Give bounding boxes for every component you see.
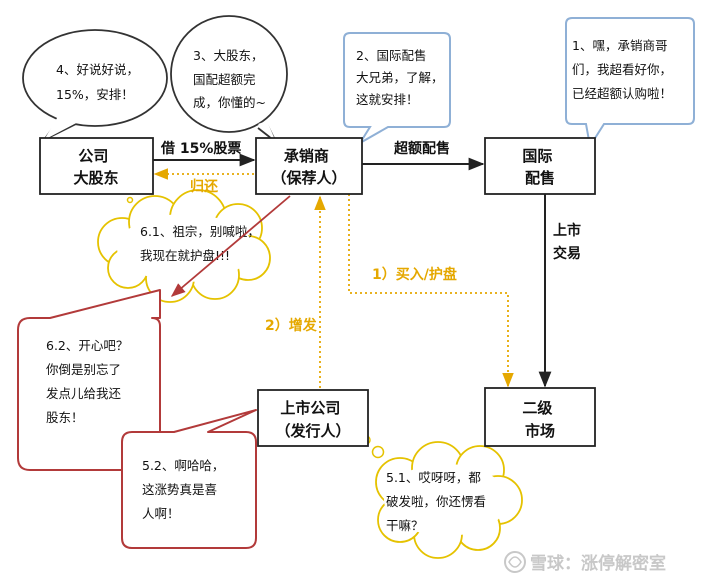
svg-text:公司 大股东: 公司 大股东 (73, 147, 118, 187)
edge-additional-issue: 2）增发 (265, 195, 326, 388)
svg-text:3、大股东， 国配超额完 成，你懂的: 3、大股东， 国配超额完 成，你懂的~ (193, 48, 267, 110)
svg-text:2、国际配售 大兄弟，了解， 这就安: 2、国际配售 大兄弟，了解， 这就安排！ (356, 48, 448, 107)
node-secondary-market: 二级 市场 (484, 387, 596, 447)
bubble-4-line-2: 15%，安排！ (56, 87, 134, 102)
svg-text:二级 市场: 二级 市场 (522, 399, 557, 440)
node-secondary-market-line-2: 市场 (525, 422, 555, 440)
edge-listing-trading: 上市 交易 (538, 194, 586, 388)
bubble-3-line-2: 国配超额完 (193, 72, 256, 87)
bubble-2-line-1: 2、国际配售 (356, 48, 426, 63)
bubble-6-2-line-4: 股东！ (46, 410, 84, 425)
bubble-4: 4、好说好说， 15%，安排！ (22, 29, 168, 141)
bubble-6-2: 6.2、开心吧？ 你倒是别忘了 发点儿给我还 股东！ (17, 289, 161, 471)
svg-text:6.2、开心吧？ 你倒是别忘了 发点: 6.2、开心吧？ 你倒是别忘了 发点儿给我还 股东！ (46, 338, 132, 425)
bubble-1-line-3: 已经超额认购啦！ (572, 86, 672, 101)
bubble-2-line-2: 大兄弟，了解， (356, 70, 444, 85)
node-major-shareholder: 公司 大股东 (39, 137, 154, 195)
bubble-2-line-3: 这就安排！ (356, 92, 419, 107)
node-underwriter-line-2: （保荐人） (271, 169, 346, 187)
bubble-6-2-line-3: 发点儿给我还 (46, 386, 122, 401)
snowball-logo-icon (504, 551, 526, 573)
svg-text:4、好说好说， 15%，安排！: 4、好说好说， 15%，安排！ (56, 62, 143, 102)
edge-over-allotment-label: 超额配售 (393, 140, 450, 157)
node-secondary-market-line-1: 二级 (522, 399, 553, 417)
bubble-6-2-line-1: 6.2、开心吧？ (46, 338, 128, 353)
watermark-text: 雪球：涨停解密室 (530, 553, 666, 574)
node-listed-company-line-2: （发行人） (275, 422, 350, 440)
bubble-3-line-3: 成，你懂的~ (193, 95, 266, 110)
bubble-5-2-line-3: 人啊！ (142, 506, 180, 521)
edge-listing-trading-label-2: 交易 (553, 245, 581, 262)
bubble-1-line-2: 们，我超看好你， (572, 62, 672, 77)
bubble-6-1-line-2: 我现在就护盘!!! (140, 248, 230, 263)
svg-text:承销商 （保荐人）: 承销商 （保荐人） (271, 147, 346, 187)
bubble-5-2-line-2: 这涨势真是喜 (142, 482, 217, 497)
bubble-5-1-line-1: 5.1、哎呀呀，都 (386, 470, 481, 485)
svg-text:5.1、哎呀呀，都 破发啦，你还愣看: 5.1、哎呀呀，都 破发啦，你还愣看 干嘛？ (386, 470, 490, 533)
bubble-4-line-1: 4、好说好说， (56, 62, 139, 77)
edge-borrow-shares: 借 15%股票 (153, 140, 256, 167)
edge-listing-trading-label-1: 上市 (553, 222, 581, 239)
node-underwriter-line-1: 承销商 (284, 147, 329, 165)
bubble-2: 2、国际配售 大兄弟，了解， 这就安排！ (343, 32, 451, 144)
edge-additional-issue-label: 2）增发 (265, 317, 318, 334)
svg-text:1、嘿，承销商哥 们，我超看好你，: 1、嘿，承销商哥 们，我超看好你， 已经超额认购啦！ (572, 38, 676, 101)
bubble-5-1-line-3: 干嘛？ (386, 518, 424, 533)
node-international-placement-line-2: 配售 (525, 169, 555, 187)
bubble-6-1-line-1: 6.1、祖宗，别喊啦， (140, 224, 260, 239)
watermark: 雪球：涨停解密室 (504, 551, 666, 574)
node-underwriter: 承销商 （保荐人） (255, 137, 363, 195)
edge-return-shares: 归还 (153, 168, 254, 195)
edge-over-allotment: 超额配售 (362, 140, 485, 171)
bubble-5-1-line-2: 破发啦，你还愣看 (386, 494, 486, 509)
node-major-shareholder-line-1: 公司 (78, 147, 108, 165)
node-international-placement-line-1: 国际 (522, 147, 552, 165)
node-listed-company: 上市公司 （发行人） (257, 389, 369, 447)
bubble-5-2-line-1: 5.2、啊哈哈， (142, 458, 224, 473)
edge-return-shares-label: 归还 (190, 178, 219, 195)
bubble-1: 1、嘿，承销商哥 们，我超看好你， 已经超额认购啦！ (565, 17, 695, 149)
edge-buy-support-label: 1）买入/护盘 (372, 266, 457, 283)
bubble-3-line-1: 3、大股东， (193, 48, 263, 63)
svg-text:上市公司 （发行人）: 上市公司 （发行人） (275, 399, 350, 440)
edge-buy-support: 1）买入/护盘 (348, 194, 514, 388)
edge-red-pointer (170, 195, 291, 297)
bubble-3: 3、大股东， 国配超额完 成，你懂的~ (170, 15, 288, 143)
svg-text:上市 交易: 上市 交易 (553, 222, 586, 262)
bubble-6-1: 6.1、祖宗，别喊啦， 我现在就护盘!!! (97, 189, 271, 303)
bubble-5-1: 5.1、哎呀呀，都 破发啦，你还愣看 干嘛？ (361, 435, 523, 559)
node-listed-company-line-1: 上市公司 (280, 399, 340, 417)
edge-borrow-shares-label: 借 15%股票 (160, 140, 241, 157)
bubble-1-line-1: 1、嘿，承销商哥 (572, 38, 667, 53)
svg-text:国际 配售: 国际 配售 (522, 147, 557, 187)
node-international-placement: 国际 配售 (484, 137, 596, 195)
bubble-6-2-line-2: 你倒是别忘了 (46, 362, 121, 377)
svg-text:5.2、啊哈哈， 这涨势真是喜 人啊: 5.2、啊哈哈， 这涨势真是喜 人啊！ (142, 458, 228, 521)
bubble-5-2: 5.2、啊哈哈， 这涨势真是喜 人啊！ (121, 409, 257, 549)
node-major-shareholder-line-2: 大股东 (73, 169, 118, 187)
svg-text:6.1、祖宗，别喊啦， 我现在就护盘!!!: 6.1、祖宗，别喊啦， 我现在就护盘!!! (140, 224, 264, 263)
